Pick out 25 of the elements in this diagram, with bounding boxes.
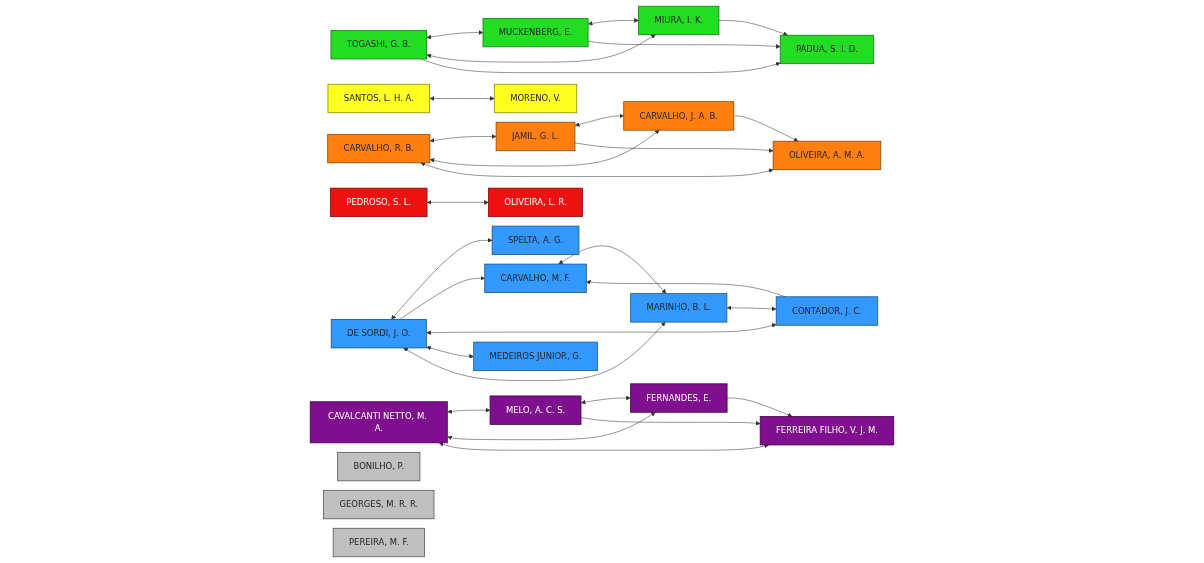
node-box: PEREIRA, M. F.	[332, 527, 425, 558]
node-box: MUCKENBERG, E.	[482, 17, 589, 48]
node-box: CONTADOR, J. C.	[775, 296, 879, 326]
node-box: MARINHO, B. L.	[630, 293, 728, 323]
node-box: SPELTA, A. G.	[491, 225, 580, 255]
node-box: OLIVEIRA, A. M. A.	[772, 140, 882, 171]
node-box: DE SORDI, J. O.	[330, 319, 427, 349]
node-box: JAMIL, G. L.	[495, 121, 576, 152]
node-box: MEDEIROS JUNIOR, G.	[473, 341, 598, 371]
node-box: FERNANDES, E.	[630, 383, 728, 413]
node-box: OLIVEIRA, L. R.	[488, 187, 583, 218]
node-box: MIURA, I. K.	[638, 5, 720, 36]
node-box: GEORGES, M. R. R.	[323, 489, 435, 520]
node-box: PEDROSO, S. L.	[330, 187, 428, 218]
node-box: CARVALHO, J. A. B.	[623, 101, 735, 131]
node-box: CARVALHO, R. B.	[327, 133, 431, 164]
node-box: CARVALHO, M. F.	[484, 263, 587, 293]
node-box: BONILHO, P.	[337, 451, 421, 482]
node-box: TOGASHI, G. B.	[330, 30, 427, 60]
node-box: FERREIRA FILHO, V. J. M.	[759, 416, 895, 446]
node-box: MORENO, V.	[493, 83, 578, 114]
node-box: MELO, A. C. S.	[489, 395, 582, 425]
node-box: CAVALCANTI NETTO, M. A.	[309, 401, 448, 444]
node-box: SANTOS, L. H. A.	[327, 83, 430, 114]
node-box: PÁDUA, S. I. D.	[779, 34, 875, 65]
